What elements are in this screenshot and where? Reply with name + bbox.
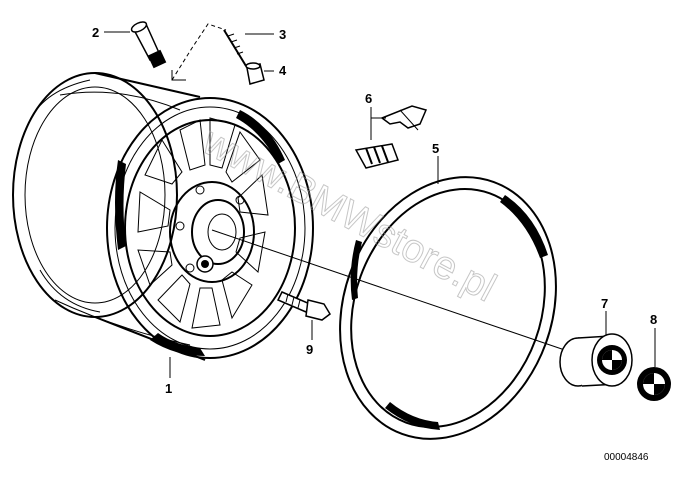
callout-5: 5 xyxy=(432,141,439,156)
callout-1: 1 xyxy=(165,381,172,396)
axis-line xyxy=(211,229,601,363)
valve-insert-illustration xyxy=(223,29,247,67)
callout-2: 2 xyxy=(92,25,99,40)
emblem-illustration xyxy=(637,367,671,401)
callout-7: 7 xyxy=(601,296,608,311)
valve-illustration xyxy=(130,21,167,69)
valve-cap-illustration xyxy=(245,62,265,85)
balance-weight-illustration xyxy=(354,143,399,169)
callout-8: 8 xyxy=(650,312,657,327)
watermark-text: www.BMWstore.pl xyxy=(195,119,503,311)
balance-weight-clip-illustration xyxy=(380,105,428,131)
callout-3: 3 xyxy=(279,27,286,42)
wheel-bolt-illustration xyxy=(276,291,331,321)
hub-cap-illustration xyxy=(559,333,633,387)
callout-9: 9 xyxy=(306,342,313,357)
callout-6: 6 xyxy=(365,91,372,106)
wheel-rim-illustration xyxy=(12,72,314,361)
diagram-code: 00004846 xyxy=(604,452,649,463)
callout-4: 4 xyxy=(279,63,287,78)
